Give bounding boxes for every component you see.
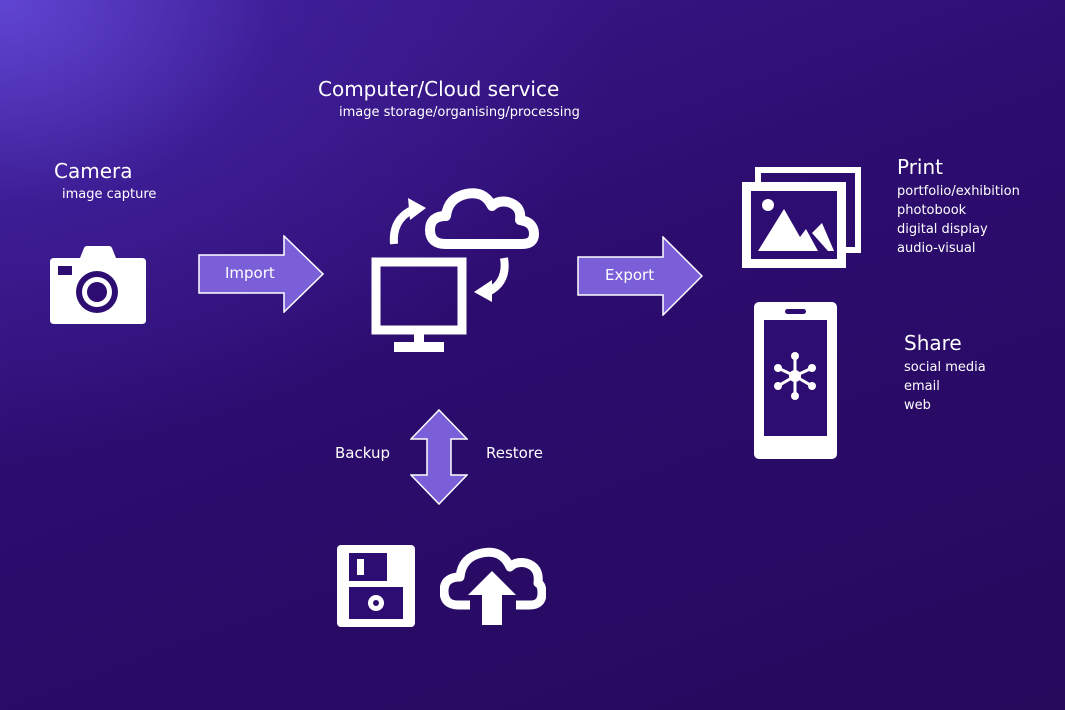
print-use-item: audio-visual [897,241,976,256]
share-channel-item: web [904,398,931,413]
floppy-disk-icon [337,545,415,627]
computer-title: Computer/Cloud service [318,77,560,101]
import-label: Import [225,264,275,282]
backup-restore-arrow [410,409,468,505]
print-uses-list: portfolio/exhibition photobook digital d… [897,182,1020,258]
camera-subtitle: image capture [62,187,157,202]
backup-label: Backup [335,444,390,462]
camera-title: Camera [54,159,133,183]
camera-icon [50,246,146,325]
computer-cloud-sync-icon [368,178,540,354]
print-use-item: photobook [897,203,967,218]
import-arrow [198,235,324,313]
restore-label: Restore [486,444,543,462]
share-channels-list: social media email web [904,358,986,415]
print-use-item: digital display [897,222,988,237]
export-label: Export [605,266,655,284]
share-channel-item: social media [904,360,986,375]
stacked-pictures-icon [742,167,862,269]
share-channel-item: email [904,379,940,394]
computer-subtitle: image storage/organising/processing [339,105,580,120]
cloud-upload-icon [440,543,546,625]
smartphone-share-icon [754,302,837,459]
export-arrow [577,236,703,316]
share-title: Share [904,331,962,355]
print-use-item: portfolio/exhibition [897,184,1020,199]
print-title: Print [897,155,944,179]
